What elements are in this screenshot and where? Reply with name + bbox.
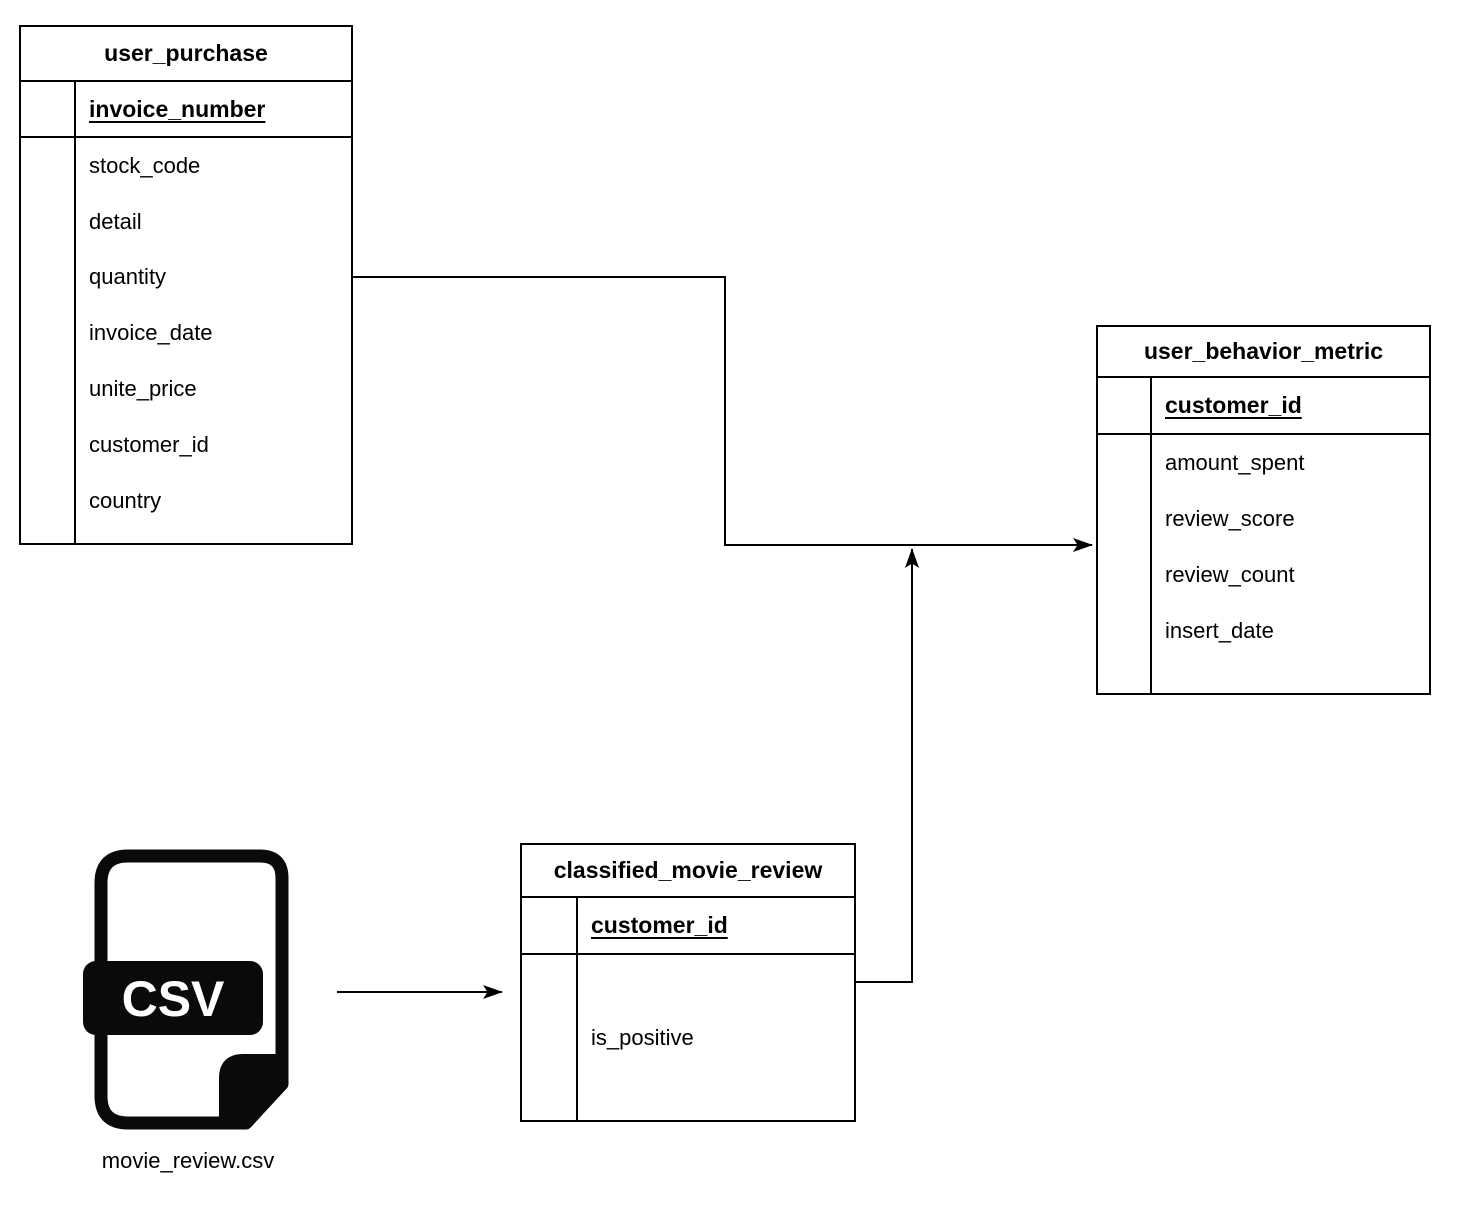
primary-key-name: customer_id bbox=[591, 912, 728, 938]
entity-body: stock_code detail quantity invoice_date … bbox=[21, 138, 351, 543]
field-row: is_positive bbox=[591, 1024, 694, 1050]
field-row: unite_price bbox=[89, 376, 197, 402]
entity-title: user_behavior_metric bbox=[1098, 327, 1429, 378]
field-list: stock_code detail quantity invoice_date … bbox=[76, 138, 351, 543]
connector-classified-movie-review-to-junction bbox=[856, 548, 919, 983]
primary-key-name: invoice_number bbox=[89, 95, 266, 122]
file-fold-corner bbox=[219, 1054, 288, 1129]
csv-band bbox=[83, 961, 263, 1035]
field-row: country bbox=[89, 487, 162, 513]
entity-body: is_positive bbox=[522, 955, 854, 1120]
primary-key-name: customer_id bbox=[1165, 392, 1302, 418]
entity-classified-movie-review: classified_movie_review customer_id is_p… bbox=[520, 843, 856, 1122]
field-row: insert_date bbox=[1165, 618, 1274, 643]
entity-title: classified_movie_review bbox=[522, 845, 854, 898]
key-column bbox=[21, 138, 76, 543]
field-row: customer_id bbox=[89, 431, 209, 457]
field-row: review_score bbox=[1165, 506, 1295, 531]
file-label: movie_review.csv bbox=[101, 1148, 275, 1173]
field-row: review_count bbox=[1165, 562, 1295, 587]
entity-user-purchase: user_purchase invoice_number stock_code … bbox=[19, 25, 353, 545]
key-column-cell bbox=[522, 898, 578, 953]
key-column-cell bbox=[21, 82, 76, 136]
entity-user-behavior-metric: user_behavior_metric customer_id amount_… bbox=[1096, 325, 1431, 695]
key-column bbox=[1098, 435, 1152, 693]
field-list: amount_spent review_score review_count i… bbox=[1152, 435, 1429, 693]
csv-file-icon: CSV bbox=[83, 849, 289, 1130]
primary-key-row: customer_id bbox=[522, 898, 854, 955]
connector-user-purchase-to-user-behavior-metric bbox=[353, 276, 1093, 552]
key-column bbox=[522, 955, 578, 1120]
key-column-cell bbox=[1098, 378, 1152, 433]
field-list: is_positive bbox=[578, 955, 854, 1120]
entity-body: amount_spent review_score review_count i… bbox=[1098, 435, 1429, 693]
field-row: detail bbox=[89, 208, 142, 234]
primary-key-row: customer_id bbox=[1098, 378, 1429, 435]
csv-band-label: CSV bbox=[122, 971, 225, 1027]
entity-title: user_purchase bbox=[21, 27, 351, 82]
primary-key-row: invoice_number bbox=[21, 82, 351, 138]
field-row: amount_spent bbox=[1165, 450, 1305, 475]
field-row: invoice_date bbox=[89, 320, 213, 346]
field-row: quantity bbox=[89, 264, 167, 290]
field-row: stock_code bbox=[89, 152, 201, 178]
